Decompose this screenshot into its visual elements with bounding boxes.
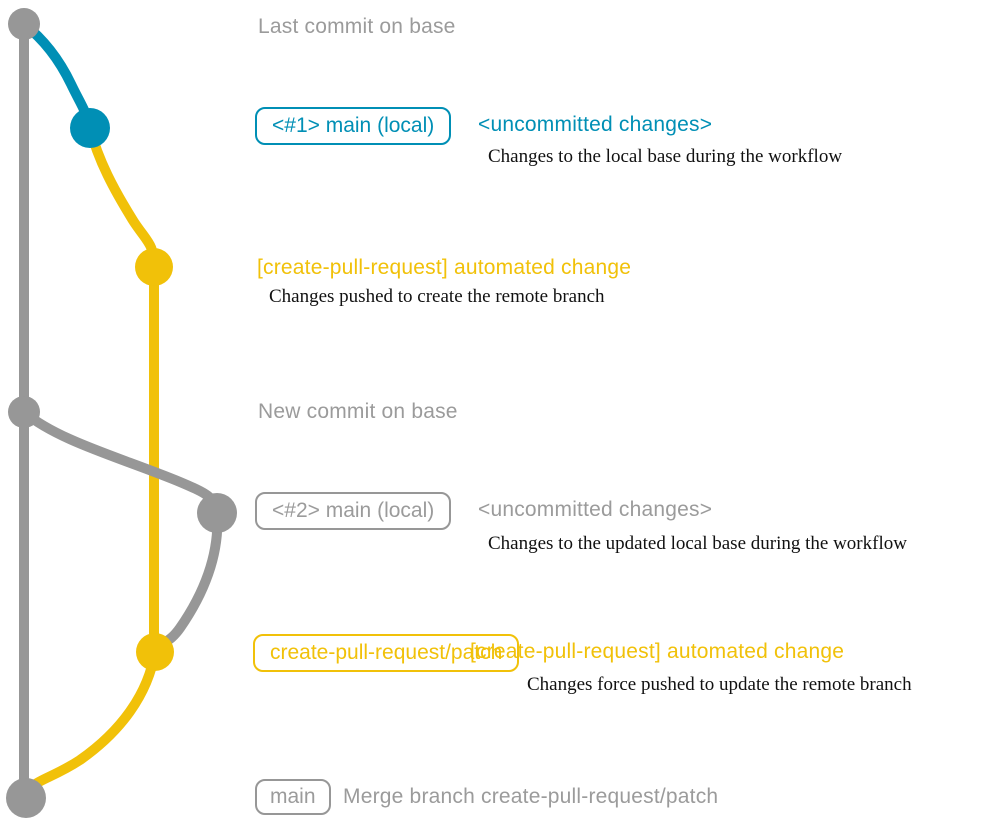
commit-message-uncommitted-2: <uncommitted changes>: [478, 498, 713, 521]
commit-dot-last-commit-on-base: [8, 8, 40, 40]
branch-tag-main: main: [255, 779, 331, 815]
commit-dot-new-commit-on-base: [8, 396, 40, 428]
commit-note-automated-1: Changes pushed to create the remote bran…: [269, 286, 605, 307]
pr-branch-upper-line: [85, 123, 159, 272]
updated-local-branch-merge-line: [150, 508, 223, 657]
commit-note-automated-2: Changes force pushed to update the remot…: [527, 674, 912, 695]
branch-tag-create-pull-request-patch: create-pull-request/patch: [253, 634, 520, 672]
commit-message-uncommitted-1: <uncommitted changes>: [478, 113, 713, 136]
last-commit-label: Last commit on base: [258, 15, 456, 38]
commit-dot-automated-change-1: [135, 248, 173, 286]
commit-message-automated-2: [create-pull-request] automated change: [470, 640, 845, 663]
updated-local-branch-out-line: [19, 407, 222, 518]
commit-message-automated-1: [create-pull-request] automated change: [257, 256, 632, 279]
commit-dot-uncommitted-changes-2: [197, 493, 237, 533]
commit-message-merge: Merge branch create-pull-request/patch: [343, 785, 719, 808]
commit-dot-uncommitted-changes-1: [70, 108, 110, 148]
commit-note-uncommitted-2: Changes to the updated local base during…: [488, 533, 907, 554]
pr-branch-merge-line: [21, 647, 160, 802]
commit-dot-automated-change-2: [136, 633, 174, 671]
branch-tag-main-local-2: <#2> main (local): [255, 492, 452, 530]
commit-note-uncommitted-1: Changes to the local base during the wor…: [488, 146, 843, 167]
new-commit-label: New commit on base: [258, 400, 458, 423]
branch-tag-main-local-1: <#1> main (local): [255, 107, 452, 145]
commit-dot-merge-commit: [6, 778, 46, 818]
